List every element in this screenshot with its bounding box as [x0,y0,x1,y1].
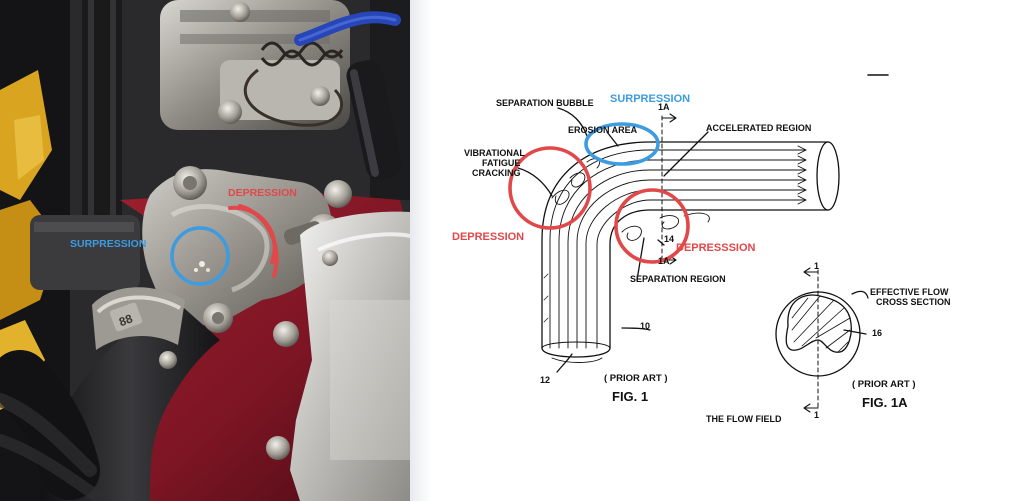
alternator [160,0,350,130]
valve-cover [290,211,410,501]
panel-divider [410,0,432,501]
label-1-bottom: 1 [814,410,820,420]
label-accelerated-region: ACCELERATED REGION [706,123,812,133]
patent-diagram: SEPARATION BUBBLE SURPRESSION 1A EROSION… [432,0,1024,501]
figure-1a-title: FIG. 1A [862,395,908,410]
label-depression-left: DEPRESSION [452,231,525,243]
label-1a-top: 1A [658,102,670,112]
label-prior-art-fig1: ( PRIOR ART ) [604,373,668,384]
label-flow-field: THE FLOW FIELD [706,414,782,424]
photo-label-surpression: SURPRESSION [70,238,147,250]
figure-1-title: FIG. 1 [612,389,649,404]
label-1-top: 1 [814,261,820,271]
label-separation-bubble: SEPARATION BUBBLE [496,98,594,108]
surpression-circle-photo [170,226,230,286]
label-fatigue: FATIGUE [482,158,521,168]
hose-clamp: 88 [92,287,185,369]
label-prior-art-fig1a: ( PRIOR ART ) [852,379,916,390]
label-separation-region: SEPARATION REGION [630,274,726,284]
label-vibrational: VIBRATIONAL [464,148,525,158]
label-cross-section: CROSS SECTION [876,297,951,307]
label-1a-bottom: 1A [658,256,670,266]
label-12: 12 [540,375,551,385]
label-depression-right: DEPRESSSION [676,242,756,254]
depression-circle-left [508,146,592,230]
cross-section-view [775,267,869,413]
label-erosion-area: EROSION AREA [568,125,638,135]
depression-circle-right [614,188,690,264]
label-14: 14 [664,234,675,244]
engine-photo: 88 SURPRESSION DEPRESSION [0,0,410,501]
label-effective-flow: EFFECTIVE FLOW [870,287,949,297]
radiator-hose [0,300,220,501]
surpression-circle-diagram [584,122,660,166]
label-cracking: CRACKING [472,168,521,178]
label-16: 16 [872,328,883,338]
spark-plug-wire [294,11,402,180]
label-10: 10 [640,321,651,331]
photo-label-depression: DEPRESSION [228,187,297,199]
hose-clamp-marking: 88 [117,311,135,329]
thermostat-housing [142,169,332,326]
label-surpression-diagram: SURPRESSION [610,93,691,105]
